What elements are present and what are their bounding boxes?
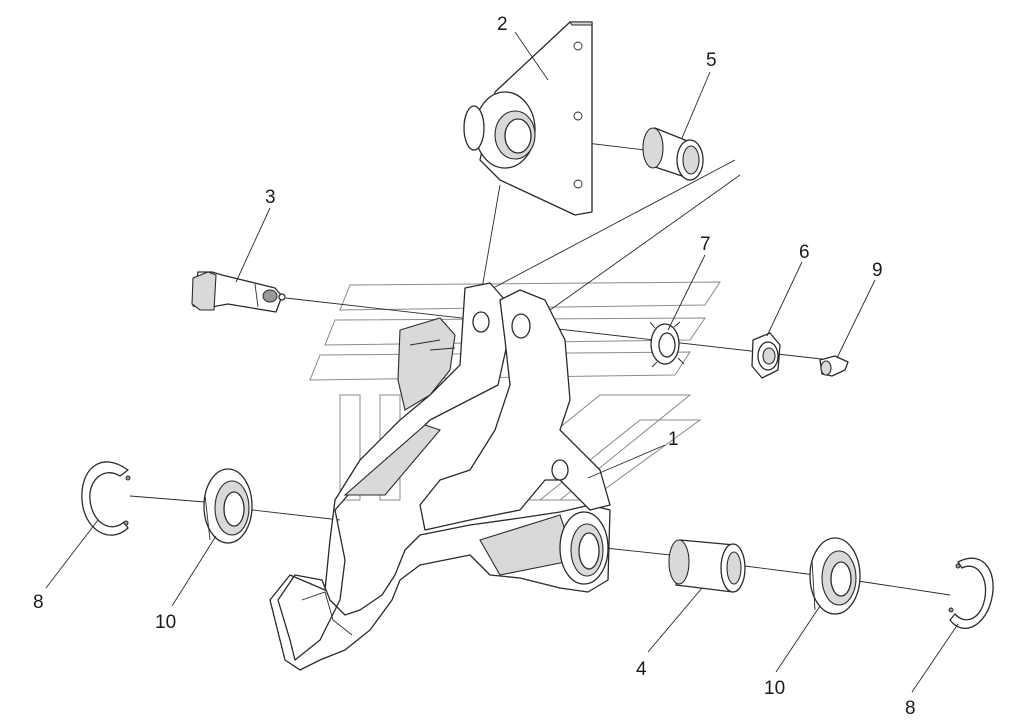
- callout-8-right: 8: [905, 698, 916, 719]
- callout-8-left: 8: [33, 592, 44, 613]
- callout-5: 5: [706, 50, 717, 71]
- callout-6: 6: [799, 242, 810, 263]
- part-hook-arm: [269, 282, 611, 671]
- callout-7: 7: [700, 234, 711, 255]
- part-bushing-upper: [642, 127, 704, 181]
- callout-10-right: 10: [764, 678, 785, 699]
- part-nut: [751, 332, 781, 379]
- part-grease-nipple: [819, 355, 849, 377]
- part-bracket-plate: [463, 21, 593, 216]
- callout-4: 4: [636, 659, 647, 680]
- part-bushing-lower: [668, 539, 746, 593]
- part-pin: [191, 271, 286, 313]
- callout-10-left: 10: [155, 612, 176, 633]
- part-circlip-left: [81, 461, 131, 536]
- callout-leaders: [45, 31, 959, 693]
- part-circlip-right: [948, 557, 994, 629]
- callout-labels: 2 5 3 7 6 9 1 8 10 4 10 8: [33, 14, 916, 719]
- callout-3: 3: [265, 187, 276, 208]
- callout-9: 9: [872, 260, 883, 281]
- part-bearing-left: [203, 468, 253, 544]
- callout-2: 2: [497, 14, 508, 35]
- part-spring-washer: [649, 321, 685, 368]
- part-bearing-right: [809, 537, 861, 615]
- callout-1: 1: [668, 429, 679, 450]
